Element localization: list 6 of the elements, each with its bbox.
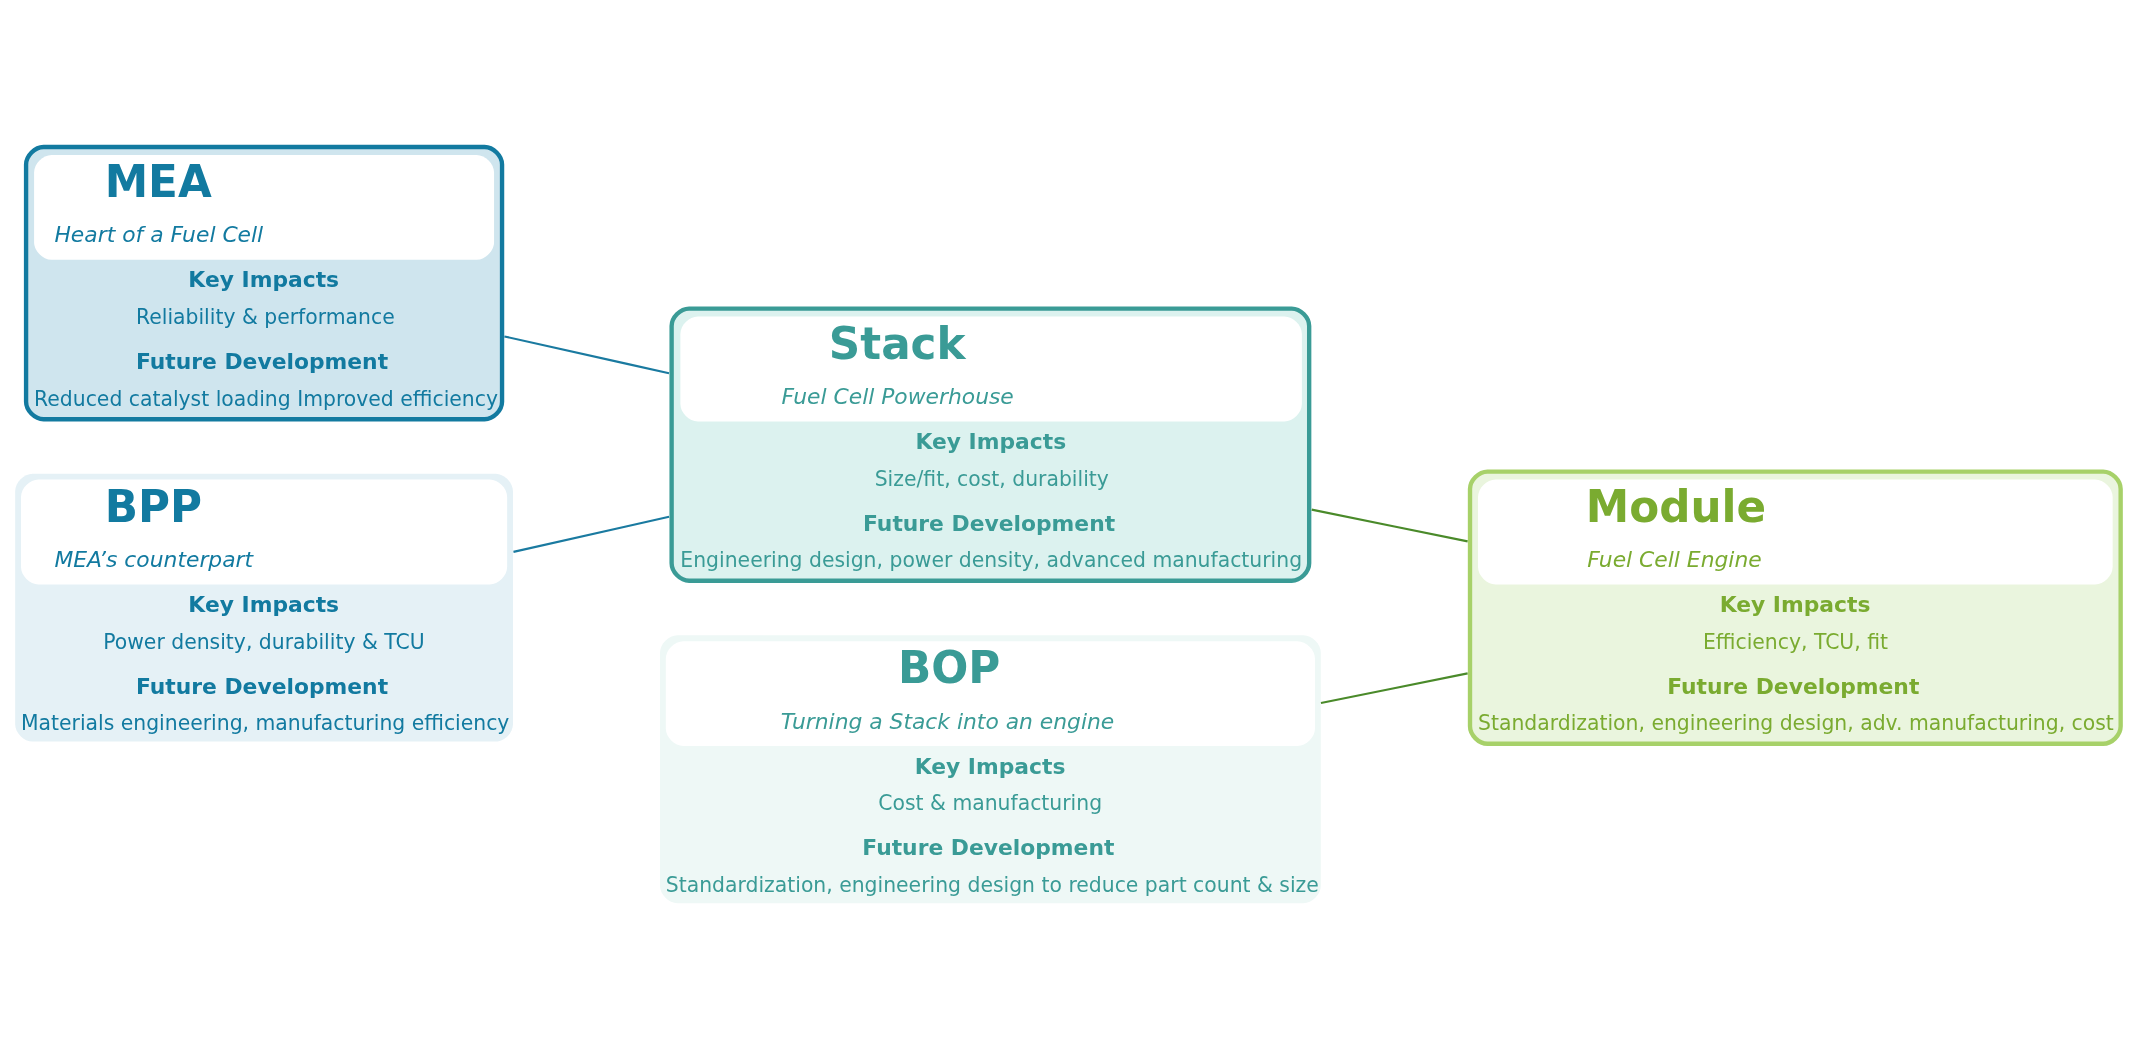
- connector: [1311, 508, 1468, 542]
- connector: [504, 334, 670, 374]
- connector: [513, 515, 670, 553]
- node-box: BOP Turning a Stack into an engine Key Impacts Cost & manufacturing Future Development Standardization, engineering design to reduce part count & size: [660, 634, 1321, 903]
- node-box: BPP MEA’s counterpart Key Impacts Power density, durability & TCU Future Development Materials engineering, manufacturing efficiency: [15, 473, 513, 742]
- connector: [1320, 671, 1468, 704]
